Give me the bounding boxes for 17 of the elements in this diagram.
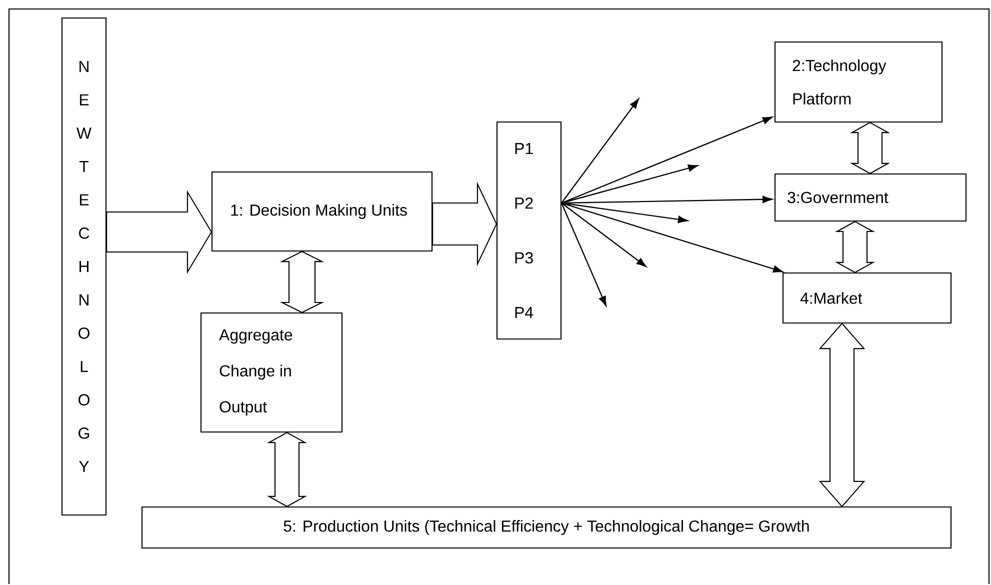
arrow [561,202,646,267]
arrow [562,196,772,204]
arrow [561,164,698,204]
block-arrow [432,182,498,266]
vertical-text-box: NEW TECHNOLOGY [61,17,107,516]
process-box: Aggregate Change in Output [200,312,343,433]
arrow [561,116,773,204]
process-box: 4:Market [782,272,952,324]
arrow [561,202,783,273]
wide-box: 5: Production Units (Technical Efficiency + Technological Change= Growth [141,506,952,549]
block-arrow [106,190,212,274]
process-box: 3:Government [774,173,967,222]
list-box: P1 P2 P3 P4 [496,121,562,340]
process-box: 1: Decision Making Units [211,171,433,252]
process-box: 2:Technology Platform [774,41,943,123]
arrow [561,98,639,204]
arrow [561,202,606,306]
